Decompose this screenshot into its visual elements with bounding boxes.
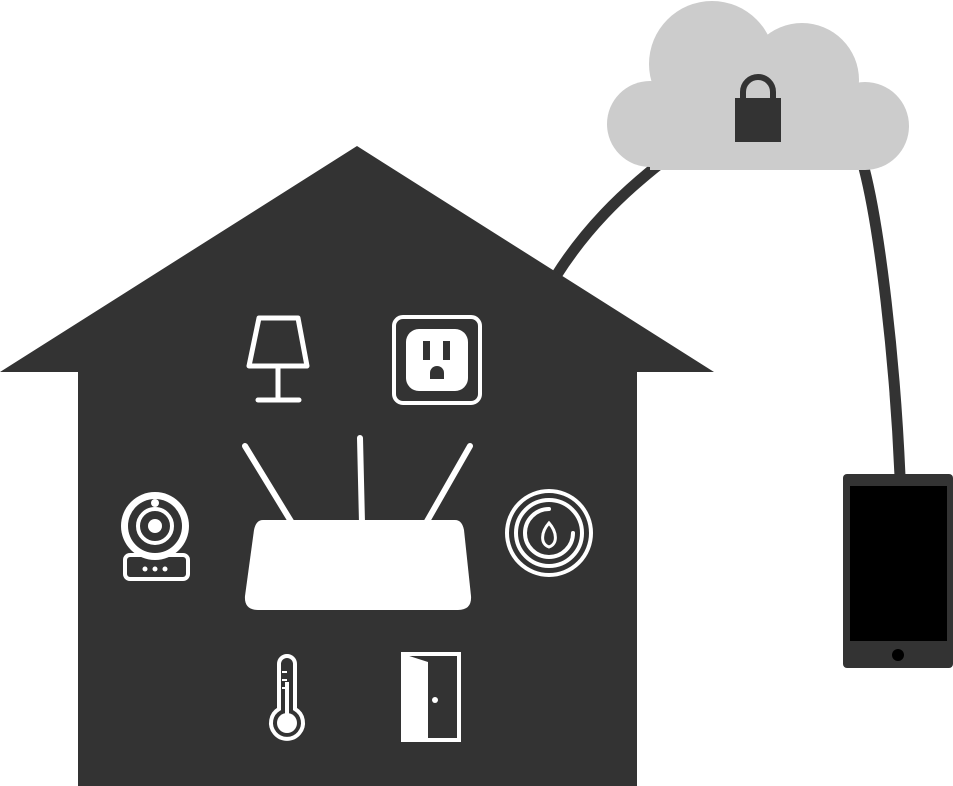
- lock-icon: [735, 74, 781, 142]
- cloud-to-house-cable: [550, 156, 668, 282]
- power-outlet-icon: [392, 315, 482, 405]
- smartphone-icon: [843, 474, 953, 668]
- lamp-icon: [246, 315, 310, 403]
- door-icon: [401, 652, 461, 742]
- router-icon: [244, 520, 472, 610]
- cloud-to-phone-cable: [858, 162, 906, 482]
- webcam-icon: [121, 492, 190, 581]
- smoke-detector-icon: [505, 489, 593, 577]
- house-icon: [0, 146, 714, 786]
- cloud-icon: [607, 1, 909, 170]
- router-antennas: [242, 435, 473, 526]
- thermometer-icon: [269, 654, 305, 741]
